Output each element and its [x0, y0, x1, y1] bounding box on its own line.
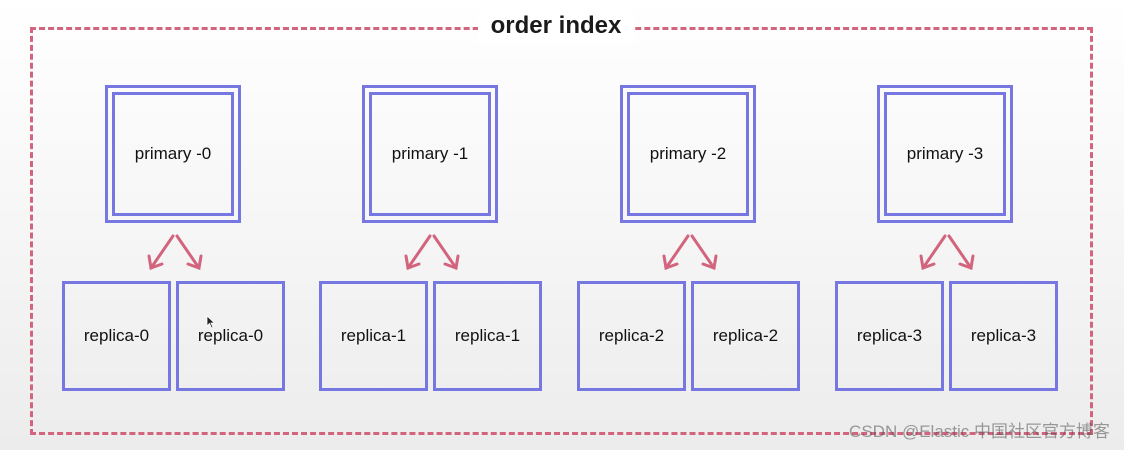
primary-shard-box: primary -0: [105, 85, 241, 223]
shard-group-1: primary -1 replica-1 replica-1: [313, 0, 553, 450]
index-title: order index: [478, 8, 634, 44]
shard-group-2: primary -2 replica-2 replica-2: [571, 0, 811, 450]
replica-shard-label: replica-3: [856, 326, 923, 345]
replica-shard-box: replica-0: [176, 281, 285, 391]
replication-arrows-icon: [662, 234, 718, 271]
replica-shard-label: replica-0: [83, 326, 150, 345]
watermark: CSDN @Elastic 中国社区官方博客: [849, 422, 1110, 441]
replica-shard-box: replica-1: [319, 281, 428, 391]
replica-shard-box: replica-0: [62, 281, 171, 391]
replica-shard-label: replica-2: [598, 326, 665, 345]
primary-shard-box: primary -2: [620, 85, 756, 223]
replica-shard-label: replica-1: [340, 326, 407, 345]
replication-arrows-icon: [147, 234, 203, 271]
replica-shard-box: replica-1: [433, 281, 542, 391]
replica-shard-box: replica-3: [949, 281, 1058, 391]
primary-shard-box: primary -3: [877, 85, 1013, 223]
replica-shard-label: replica-0: [197, 326, 264, 345]
shard-group-0: primary -0 replica-0 replica-0: [55, 0, 295, 450]
replica-shard-box: replica-3: [835, 281, 944, 391]
primary-shard-label: primary -0: [134, 144, 212, 163]
replication-arrows-icon: [404, 234, 460, 271]
mouse-cursor-icon: [206, 315, 216, 329]
primary-shard-label: primary -3: [906, 144, 984, 163]
replica-shard-box: replica-2: [691, 281, 800, 391]
shard-group-3: primary -3 replica-3 replica-3: [829, 0, 1069, 450]
primary-shard-box: primary -1: [362, 85, 498, 223]
primary-shard-label: primary -1: [391, 144, 469, 163]
replica-shard-label: replica-1: [454, 326, 521, 345]
replication-arrows-icon: [919, 234, 975, 271]
replica-shard-label: replica-2: [712, 326, 779, 345]
replica-shard-box: replica-2: [577, 281, 686, 391]
replica-shard-label: replica-3: [970, 326, 1037, 345]
primary-shard-label: primary -2: [649, 144, 727, 163]
